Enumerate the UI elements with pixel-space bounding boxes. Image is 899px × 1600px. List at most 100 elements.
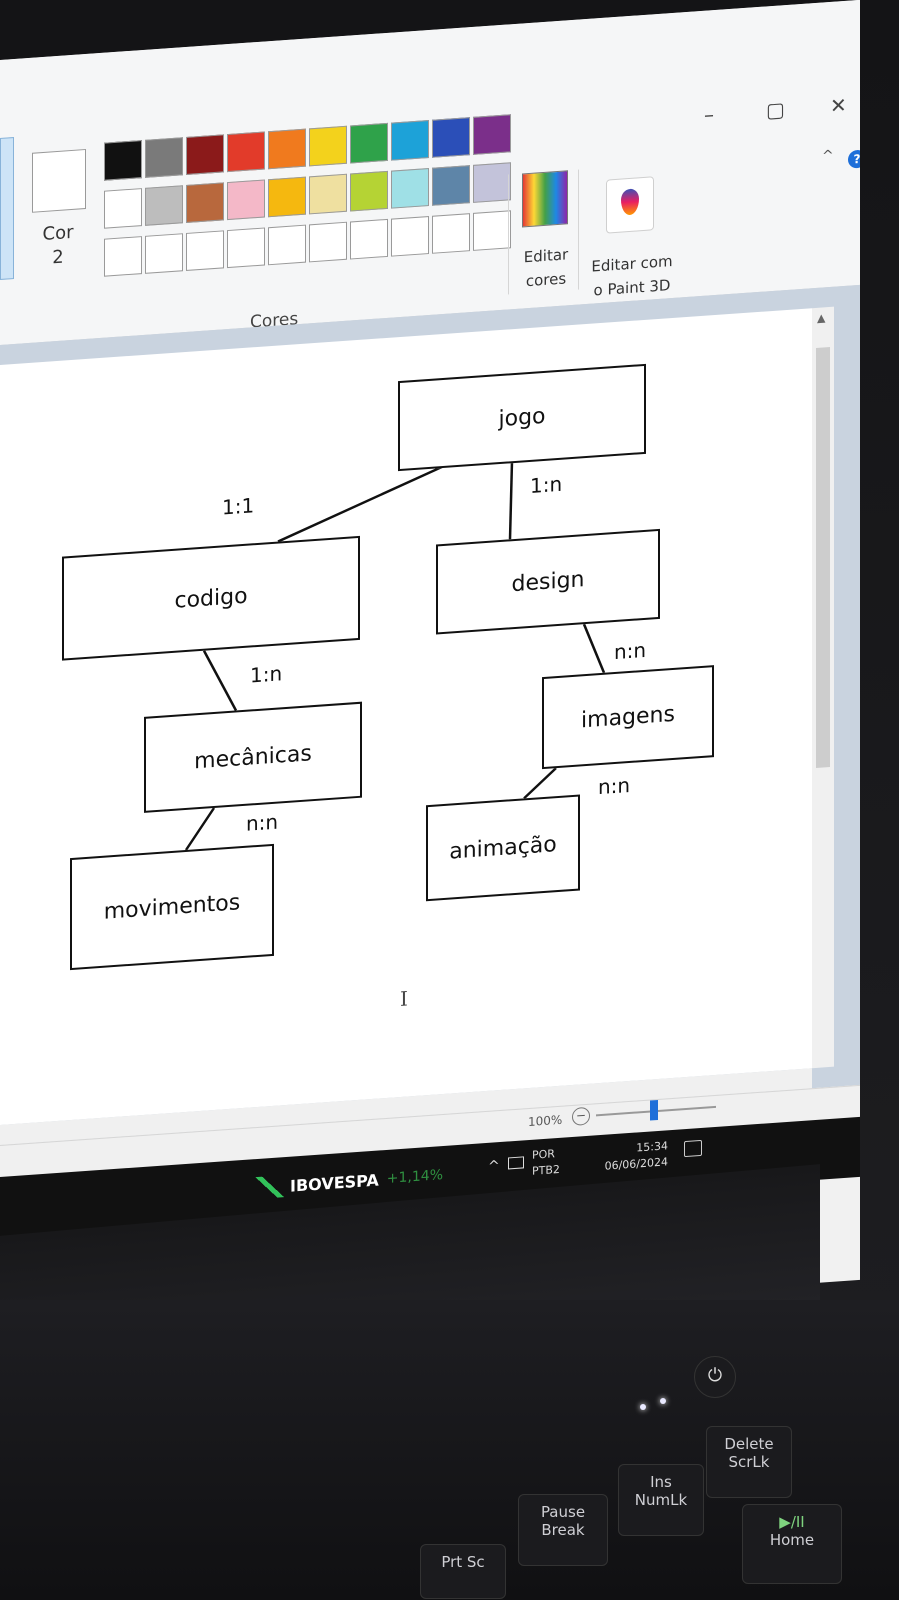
key-home-label-bottom: Home	[769, 1531, 815, 1549]
status-led	[640, 1404, 646, 1410]
color-swatch[interactable]	[268, 128, 306, 170]
node-imagens: imagens	[542, 665, 714, 770]
key-ins-label-top: Ins	[650, 1473, 672, 1491]
ribbon-separator	[578, 169, 579, 290]
color-swatch[interactable]	[104, 236, 142, 277]
key-pause[interactable]: Pause Break	[518, 1494, 608, 1566]
clock[interactable]: 15:34 06/06/2024	[578, 1138, 668, 1176]
color-swatch[interactable]	[432, 165, 470, 206]
scroll-up-icon[interactable]: ▲	[817, 311, 826, 325]
cor2-label-line1: Cor	[42, 221, 74, 246]
color-swatch[interactable]	[391, 168, 429, 209]
vertical-scroll-thumb[interactable]	[816, 346, 830, 768]
color-swatch[interactable]	[309, 221, 347, 263]
key-delete[interactable]: Delete ScrLk	[706, 1426, 792, 1498]
node-jogo: jogo	[398, 363, 646, 472]
color-swatch[interactable]	[432, 117, 470, 158]
cor2-label-line2: 2	[52, 246, 64, 269]
status-led	[660, 1398, 666, 1404]
color-swatch[interactable]	[432, 213, 470, 254]
color-swatch[interactable]	[350, 170, 388, 212]
color-swatch[interactable]	[391, 120, 429, 161]
ribbon-separator	[508, 174, 509, 295]
line-jogo-design	[508, 461, 514, 540]
screen: Cor 2 Cores Editar cores Editar com o Pa…	[0, 0, 860, 1341]
power-button[interactable]: ⏻	[694, 1356, 736, 1398]
color-swatch[interactable]	[473, 162, 511, 203]
key-ins-label-bottom: NumLk	[634, 1491, 688, 1509]
help-icon[interactable]: ?	[848, 149, 860, 169]
work-area: jogo codigo design mecânicas imagens mov…	[0, 284, 860, 1146]
color-swatch[interactable]	[268, 176, 306, 218]
color-swatch[interactable]	[227, 227, 265, 269]
line-codigo-mecanicas	[202, 650, 238, 712]
paint3d-button[interactable]	[606, 176, 654, 234]
relation-codigo-mecanicas: 1:n	[250, 661, 283, 688]
restore-button[interactable]: ▢	[766, 97, 785, 123]
node-movimentos: movimentos	[70, 843, 274, 971]
key-pause-label-top: Pause	[540, 1503, 586, 1521]
relation-design-imagens: n:n	[614, 637, 647, 665]
cor2-swatch[interactable]	[32, 148, 86, 213]
ticker-widget[interactable]: IBOVESPA +1,14%	[254, 1164, 444, 1200]
zoom-slider-handle[interactable]	[650, 1099, 658, 1121]
relation-imagens-animacao: n:n	[598, 772, 631, 800]
color-swatch[interactable]	[309, 125, 347, 167]
zoom-out-button[interactable]: −	[572, 1106, 590, 1127]
vertical-scrollbar[interactable]: ▲	[812, 306, 834, 1069]
color-swatch[interactable]	[104, 140, 142, 181]
color-swatch[interactable]	[145, 185, 183, 226]
line-design-imagens	[582, 623, 606, 674]
node-mecanicas: mecânicas	[144, 701, 362, 813]
color-swatch[interactable]	[145, 233, 183, 274]
color-swatch[interactable]	[104, 188, 142, 229]
key-home-label-top: ▶/II	[779, 1513, 805, 1531]
key-prtsc[interactable]: Prt Sc	[420, 1544, 506, 1599]
node-codigo: codigo	[62, 535, 360, 661]
color-swatch[interactable]	[186, 134, 224, 175]
color-swatch[interactable]	[350, 122, 388, 164]
key-home[interactable]: ▶/II Home	[742, 1504, 842, 1584]
diagram-lines	[184, 461, 606, 851]
language-indicator[interactable]: POR PTB2	[532, 1146, 560, 1180]
node-design: design	[436, 528, 660, 635]
minimize-button[interactable]: –	[704, 102, 714, 127]
ticker-change: +1,14%	[386, 1167, 444, 1187]
line-imagens-animacao	[523, 767, 557, 800]
close-button[interactable]: ✕	[830, 92, 847, 118]
paint3d-label: Editar com o Paint 3D	[586, 249, 678, 303]
zoom-level: 100%	[528, 1112, 563, 1130]
cor2-label: Cor 2	[38, 221, 78, 272]
chart-up-icon	[254, 1175, 284, 1200]
language-bottom: PTB2	[532, 1162, 560, 1178]
key-delete-label-bottom: ScrLk	[728, 1453, 770, 1471]
key-prtsc-label: Prt Sc	[441, 1553, 485, 1571]
edit-colors-button[interactable]	[522, 170, 568, 228]
color-swatch[interactable]	[309, 173, 347, 215]
tray-caret-icon[interactable]: ^	[488, 1158, 500, 1175]
relation-mecanicas-movimentos: n:n	[246, 809, 279, 836]
color-swatch[interactable]	[186, 230, 224, 271]
cor1-selector[interactable]	[0, 137, 14, 280]
color-swatch[interactable]	[350, 218, 388, 260]
drawing-canvas[interactable]: jogo codigo design mecânicas imagens mov…	[0, 308, 812, 1125]
color-swatch[interactable]	[186, 182, 224, 223]
node-animacao: animação	[426, 794, 580, 902]
network-icon[interactable]	[508, 1156, 524, 1170]
color-swatch[interactable]	[145, 137, 183, 178]
color-swatch[interactable]	[473, 114, 511, 155]
color-swatch[interactable]	[268, 224, 306, 266]
ticker-name: IBOVESPA	[290, 1170, 379, 1196]
key-pause-label-bottom: Break	[541, 1521, 585, 1539]
color-swatch[interactable]	[391, 216, 429, 257]
notification-icon[interactable]	[684, 1139, 702, 1158]
color-swatch[interactable]	[473, 210, 511, 251]
key-ins[interactable]: Ins NumLk	[618, 1464, 704, 1536]
paint3d-icon	[621, 188, 639, 216]
color-swatch[interactable]	[227, 131, 265, 173]
color-swatch[interactable]	[227, 179, 265, 221]
line-jogo-codigo	[277, 464, 445, 543]
collapse-ribbon-icon[interactable]: ^	[822, 147, 834, 165]
relation-jogo-codigo: 1:1	[222, 493, 255, 520]
key-delete-label-top: Delete	[724, 1435, 774, 1453]
